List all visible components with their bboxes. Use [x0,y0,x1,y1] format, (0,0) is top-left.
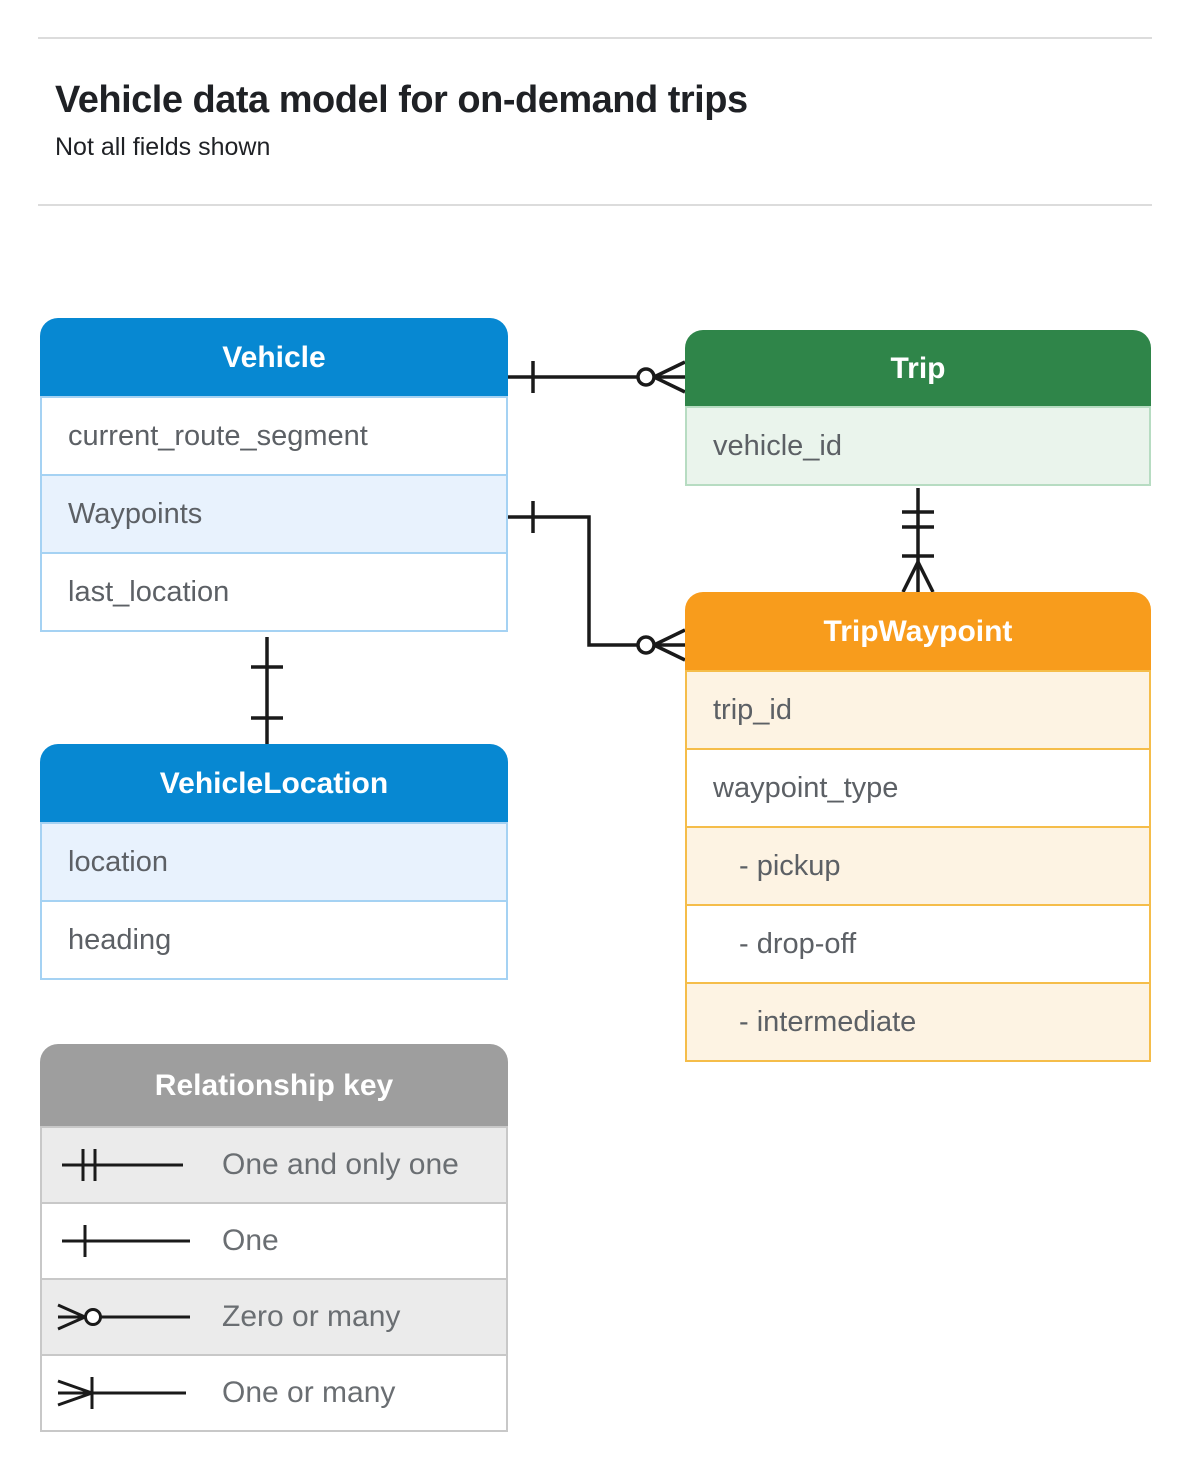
field-label: - drop-off [739,927,857,960]
field-label: - intermediate [739,1005,917,1038]
field-label: vehicle_id [713,429,842,462]
field-label: last_location [68,575,230,608]
field-label: location [68,845,168,878]
field-row: vehicle_id [685,406,1151,486]
entity-trip: Trip vehicle_id [685,330,1151,486]
field-label: heading [68,923,172,956]
field-row: trip_id [685,670,1151,750]
entity-vehicle-location: VehicleLocation location heading [40,744,508,980]
legend-label: Zero or many [222,1300,401,1333]
relationship-key-title: Relationship key [40,1044,508,1128]
vehicle-waypoints-tripwaypoint-connector [508,501,686,662]
field-row: last_location [40,552,508,632]
field-row: Waypoints [40,474,508,554]
legend-label: One [222,1224,279,1257]
one-or-many-icon [57,1377,186,1409]
page-title: Vehicle data model for on-demand trips [55,79,748,121]
field-row: - drop-off [685,904,1151,984]
one-icon [62,1225,190,1257]
field-row: location [40,822,508,902]
page-subtitle: Not all fields shown [55,133,271,161]
vehicle-trip-connector [508,360,686,394]
field-row: waypoint_type [685,748,1151,828]
one-and-only-one-icon [62,1149,183,1181]
field-label: trip_id [713,693,792,726]
vehicle-vehiclelocation-connector [251,637,283,744]
entity-trip-title: Trip [685,330,1151,408]
entity-trip-waypoint: TripWaypoint trip_id waypoint_type - pic… [685,592,1151,1062]
legend-row: One and only one [40,1126,508,1204]
field-label: waypoint_type [713,771,899,804]
field-label: - pickup [739,849,841,882]
zero-or-many-icon [57,1303,190,1331]
entity-trip-waypoint-title: TripWaypoint [685,592,1151,672]
field-row: - pickup [685,826,1151,906]
legend-row: One or many [40,1354,508,1432]
field-label: Waypoints [68,497,203,530]
entity-vehicle-title: Vehicle [40,318,508,398]
legend-label: One or many [222,1376,396,1409]
field-row: - intermediate [685,982,1151,1062]
field-label: current_route_segment [68,419,368,452]
legend-label: One and only one [222,1148,459,1181]
trip-tripwaypoint-connector [901,488,935,593]
field-row: current_route_segment [40,396,508,476]
header-divider [38,204,1152,206]
relationship-key: Relationship key One and only one One [40,1044,508,1432]
field-row: heading [40,900,508,980]
legend-row: Zero or many [40,1278,508,1356]
entity-vehicle-location-title: VehicleLocation [40,744,508,824]
top-divider [38,37,1152,39]
entity-vehicle: Vehicle current_route_segment Waypoints … [40,318,508,632]
legend-row: One [40,1202,508,1280]
